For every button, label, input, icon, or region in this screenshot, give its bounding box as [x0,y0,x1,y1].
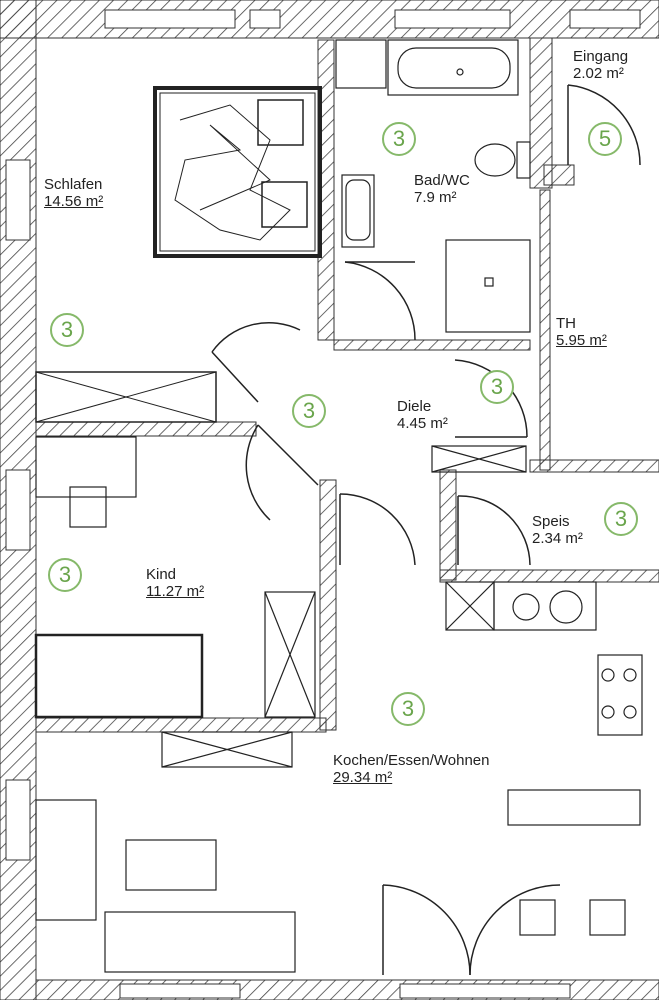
door-terrasse [382,884,561,976]
marker-flur: 3 [292,394,326,428]
wardrobe-schlafen [35,371,217,423]
windows [5,9,641,999]
marker-schlafen: 3 [50,313,84,347]
marker-wohnen: 3 [391,692,425,726]
door-eingang [567,84,641,166]
marker-eingang: 5 [588,122,622,156]
marker-diele: 3 [480,370,514,404]
bath-fixtures [335,39,531,333]
door-kueche [339,493,416,566]
marker-kind: 3 [48,558,82,592]
living-furniture [35,799,626,973]
door-speis [457,495,531,566]
kind-furniture [34,436,316,768]
door-schlafen [211,321,301,403]
door-kind [245,424,319,521]
kitchen-counter [445,581,643,826]
bed-furniture [153,86,322,258]
diele-furniture [431,445,527,473]
marker-speis: 3 [604,502,638,536]
marker-bad: 3 [382,122,416,156]
door-bad [344,261,416,341]
interior-walls [35,39,659,733]
